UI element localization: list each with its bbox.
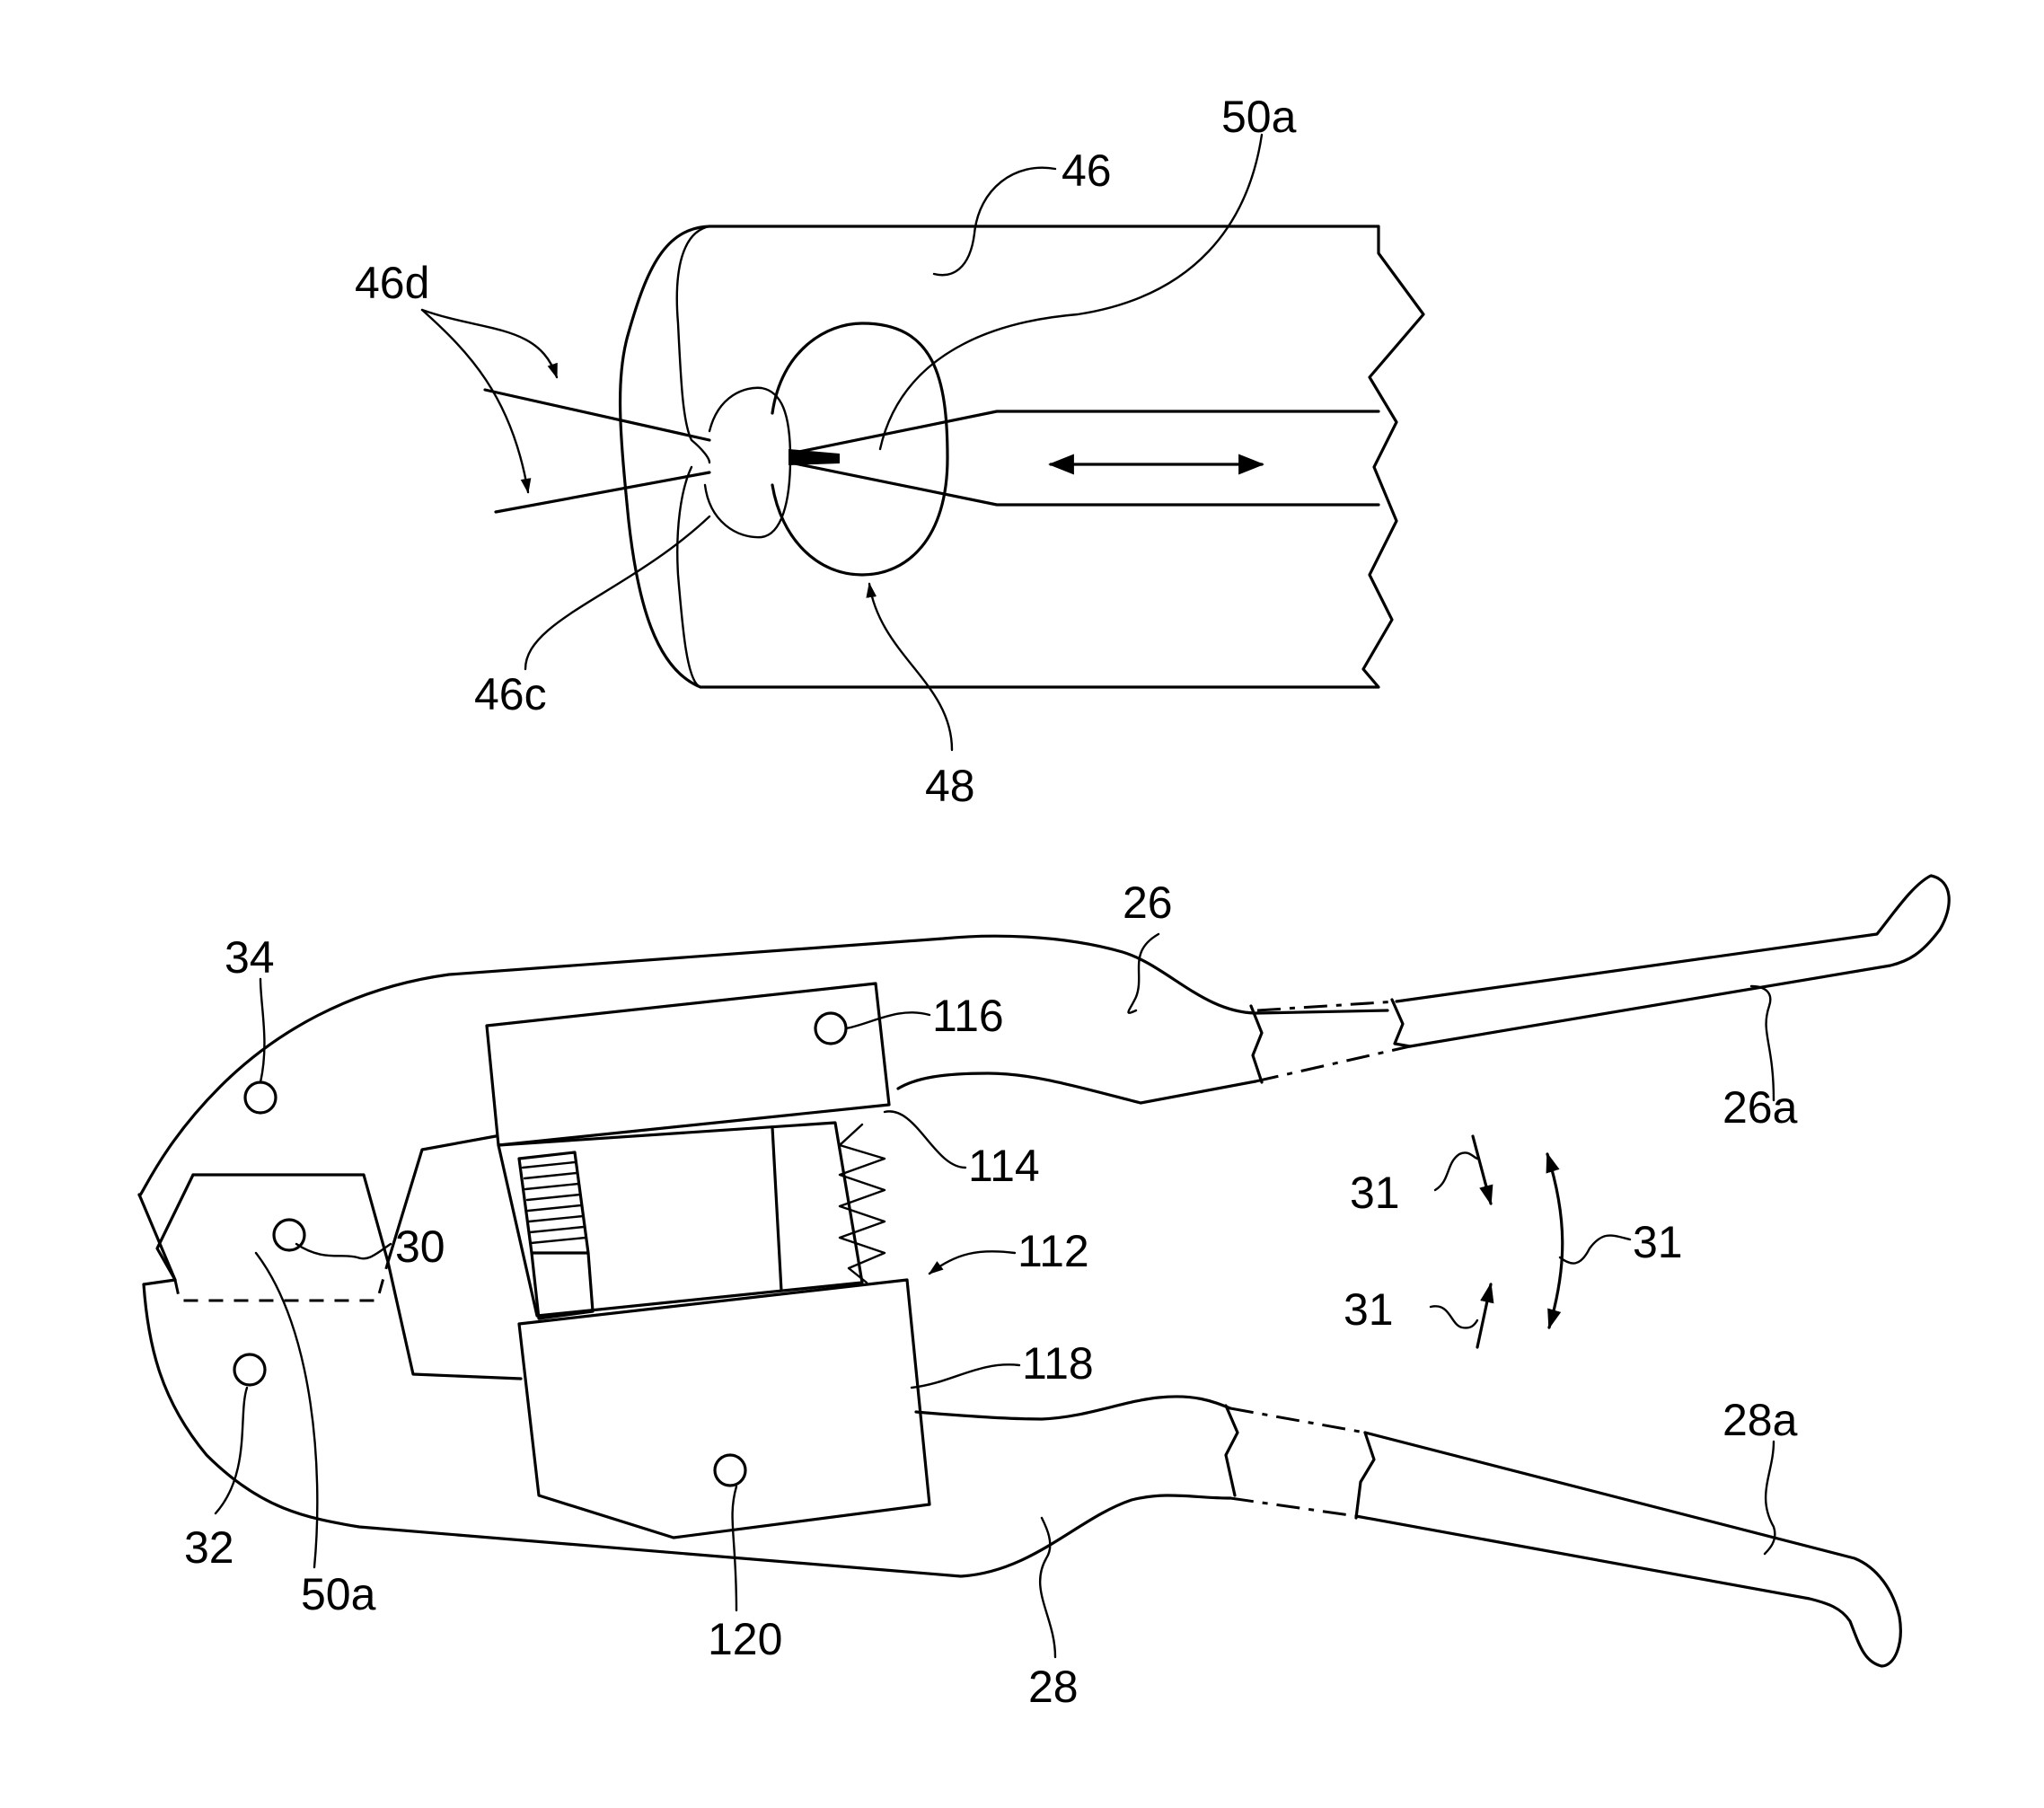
leader-46d-a [422, 310, 528, 492]
leader-26 [1128, 934, 1159, 1013]
label-116: 116 [932, 991, 1004, 1041]
leader-116 [846, 1012, 929, 1028]
leader-46 [934, 168, 1055, 275]
label-120: 120 [708, 1614, 782, 1664]
leader-120 [733, 1486, 736, 1610]
die-circle-46c [705, 388, 790, 537]
edge-line-46d-upper [485, 390, 709, 440]
leader-46d-b [422, 310, 557, 377]
leader-28 [1040, 1518, 1055, 1657]
pin-32 [234, 1354, 265, 1385]
screw-threads [523, 1162, 586, 1243]
label-46d: 46d [355, 258, 429, 308]
blade-tip [789, 449, 840, 465]
lower-break-zigzag-2 [1356, 1433, 1374, 1518]
leader-31-top [1435, 1152, 1477, 1190]
leader-34 [260, 979, 264, 1082]
label-31-top: 31 [1350, 1168, 1400, 1218]
lower-handle-break [1230, 1408, 1365, 1516]
label-112: 112 [1018, 1226, 1089, 1276]
die-circle-48 [772, 323, 947, 575]
label-46: 46 [1062, 146, 1112, 196]
leader-30 [296, 1244, 391, 1258]
lower-handle-28 [916, 1397, 1230, 1419]
crimping-tool-view: 26 34 116 26a 114 31 31 31 30 112 118 28… [139, 876, 1949, 1712]
leader-32 [216, 1388, 247, 1513]
upper-handle-26a [1396, 876, 1949, 1046]
tapered-slot [790, 411, 1379, 505]
label-48: 48 [925, 761, 975, 811]
label-114: 114 [968, 1141, 1040, 1191]
label-31-right: 31 [1633, 1217, 1683, 1267]
tool-body-outline [139, 936, 1257, 1576]
arrow-31-double [1547, 1154, 1563, 1327]
leader-48 [869, 584, 952, 750]
label-46c: 46c [474, 669, 547, 719]
label-28a: 28a [1722, 1395, 1798, 1445]
label-26: 26 [1123, 878, 1173, 928]
leader-118 [912, 1364, 1019, 1388]
label-32: 32 [184, 1522, 234, 1573]
label-50a-bottom: 50a [301, 1569, 376, 1619]
jaw-lower-left [157, 1175, 193, 1280]
jaw-inner-contour [677, 226, 709, 687]
leader-114 [885, 1111, 965, 1168]
lower-block-118 [519, 1280, 929, 1538]
lower-break-zigzag-1 [1226, 1406, 1238, 1495]
spring-zigzag [840, 1124, 885, 1283]
leader-46c [525, 516, 709, 669]
label-28: 28 [1028, 1662, 1079, 1712]
jaw-housing-outline [621, 226, 1423, 687]
upper-block-114 [487, 983, 889, 1145]
pin-34 [245, 1082, 276, 1113]
label-26a: 26a [1722, 1082, 1798, 1133]
top-detail-view: 46 50a 46d 46c 48 [355, 92, 1423, 811]
label-34: 34 [225, 932, 275, 983]
label-118: 118 [1022, 1338, 1094, 1389]
label-31-bottom: 31 [1344, 1284, 1394, 1335]
arrow-31-down [1473, 1136, 1491, 1204]
upper-break-zigzag-1 [1251, 1006, 1262, 1082]
leader-31-bottom [1431, 1306, 1477, 1327]
leader-31-right [1560, 1236, 1630, 1264]
label-30: 30 [395, 1222, 445, 1272]
upper-break-zigzag-2 [1392, 1000, 1410, 1046]
leader-112 [929, 1251, 1015, 1274]
label-50a-top: 50a [1221, 92, 1297, 142]
pin-120 [715, 1455, 745, 1486]
arrow-31-up [1477, 1284, 1491, 1347]
pin-116 [815, 1013, 846, 1044]
lower-handle-28a [1356, 1433, 1900, 1666]
